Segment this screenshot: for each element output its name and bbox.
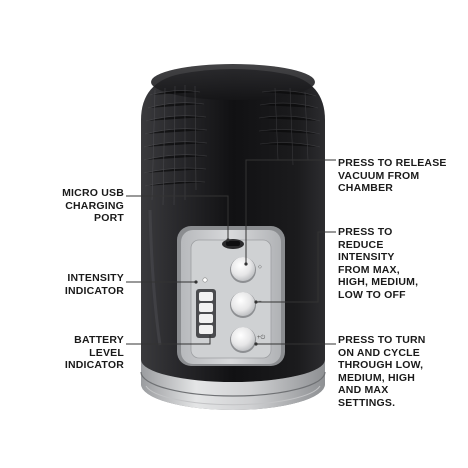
intensity-indicator <box>202 277 208 283</box>
callout-line: PRESS TO RELEASE <box>338 157 447 169</box>
callout-release: PRESS TO RELEASE VACUUM FROM CHAMBER <box>338 157 447 195</box>
callout-micro-usb: MICRO USB CHARGING PORT <box>62 187 124 225</box>
plus-power-icon: +⏻ <box>257 334 266 341</box>
minus-button[interactable]: − <box>230 292 262 318</box>
callout-line: PRESS TO <box>338 226 393 238</box>
callout-line: INTENSITY <box>67 272 124 284</box>
power-plus-button[interactable]: +⏻ <box>230 327 266 353</box>
callout-line: LEVEL <box>89 346 124 359</box>
release-icon: ◇ <box>258 264 262 270</box>
callout-line: CHARGING <box>65 199 124 212</box>
leader-lines <box>126 159 336 345</box>
micro-usb-port[interactable] <box>222 239 244 249</box>
callout-line: HIGH, MEDIUM, <box>338 276 419 288</box>
callout-line: VACUUM FROM <box>338 169 420 182</box>
callout-line: INDICATOR <box>64 284 124 297</box>
callout-line: CHAMBER <box>338 182 394 194</box>
callout-line: INTENSITY <box>338 251 395 263</box>
callout-reduce: PRESS TO REDUCE INTENSITY FROM MAX, HIGH… <box>338 226 418 301</box>
callout-line: SETTINGS. <box>338 396 396 409</box>
callout-line: INDICATOR <box>64 359 124 371</box>
callout-line: MEDIUM, HIGH <box>338 371 416 384</box>
callout-line: THROUGH LOW, <box>338 359 424 371</box>
callout-line: ON AND CYCLE <box>338 346 420 359</box>
callout-line: AND MAX <box>338 384 389 396</box>
level-bars <box>196 289 216 338</box>
callout-line: MICRO USB <box>62 187 124 199</box>
callout-line: BATTERY <box>74 334 124 346</box>
callout-line: REDUCE <box>338 238 384 251</box>
callout-battery: BATTERY LEVEL INDICATOR <box>65 334 124 372</box>
callout-turn-on: PRESS TO TURN ON AND CYCLE THROUGH LOW, … <box>338 334 426 409</box>
callout-line: LOW TO OFF <box>338 288 406 301</box>
callout-line: PORT <box>94 212 124 224</box>
leader-dots <box>194 238 258 346</box>
release-button[interactable]: ◇ <box>230 257 262 283</box>
callout-intensity: INTENSITY INDICATOR <box>65 272 124 297</box>
callout-line: FROM MAX, <box>338 263 400 276</box>
callout-line: PRESS TO TURN <box>338 334 426 346</box>
